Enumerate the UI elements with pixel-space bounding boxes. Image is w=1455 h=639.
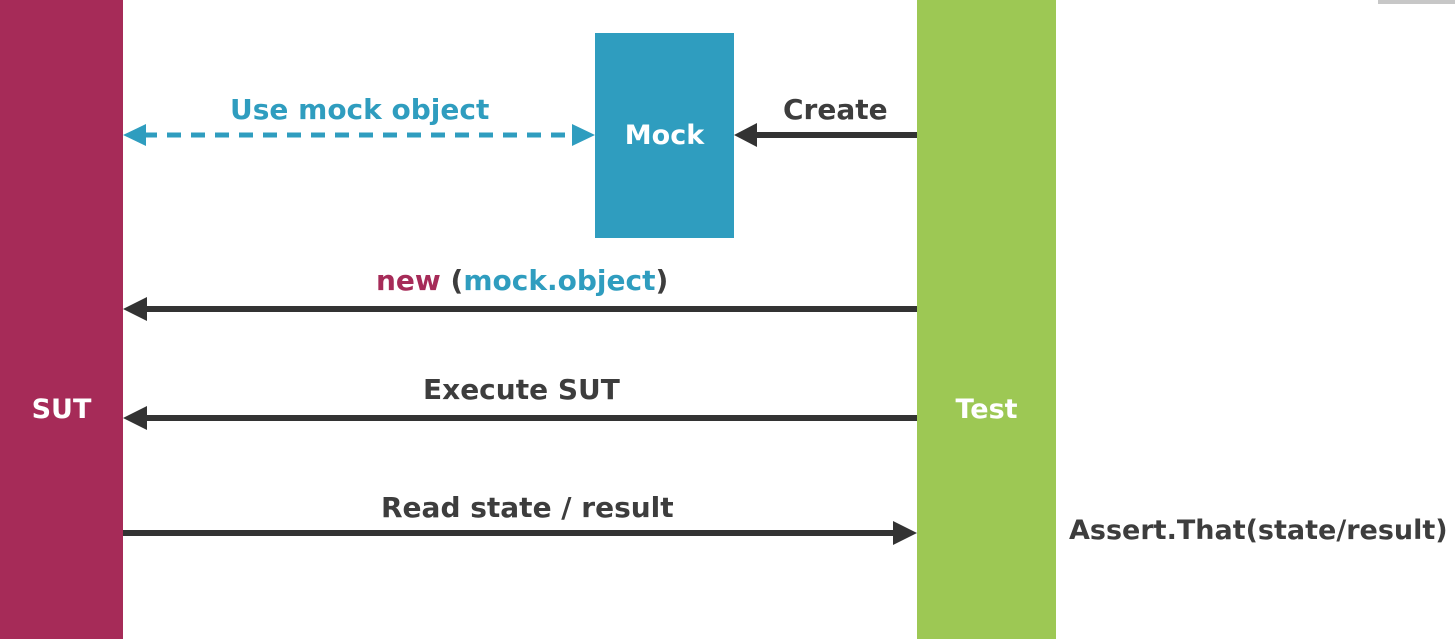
new-label: new (mock.object) (376, 264, 668, 297)
assert-label: Assert.That(state/result) (1069, 515, 1448, 546)
new-arg: mock.object (463, 264, 656, 297)
create-arrow (734, 123, 917, 147)
test-lifeline: Test (917, 0, 1056, 639)
new-close-paren: ) (655, 264, 669, 297)
read-state-label: Read state / result (381, 491, 674, 524)
new-open-paren: ( (450, 264, 464, 297)
corner-marker (1378, 0, 1455, 4)
new-arrow (123, 297, 917, 321)
mock-label: Mock (624, 120, 705, 151)
execute-label: Execute SUT (423, 373, 620, 406)
new-keyword: new (376, 264, 441, 297)
test-label: Test (955, 394, 1018, 425)
use-mock-arrow (123, 124, 595, 146)
read-state-arrow (123, 521, 917, 545)
use-mock-label: Use mock object (230, 93, 490, 126)
mock-box: Mock (595, 33, 734, 238)
sut-label: SUT (31, 394, 92, 425)
sut-lifeline: SUT (0, 0, 123, 639)
create-label: Create (783, 93, 888, 126)
execute-arrow (123, 406, 917, 430)
